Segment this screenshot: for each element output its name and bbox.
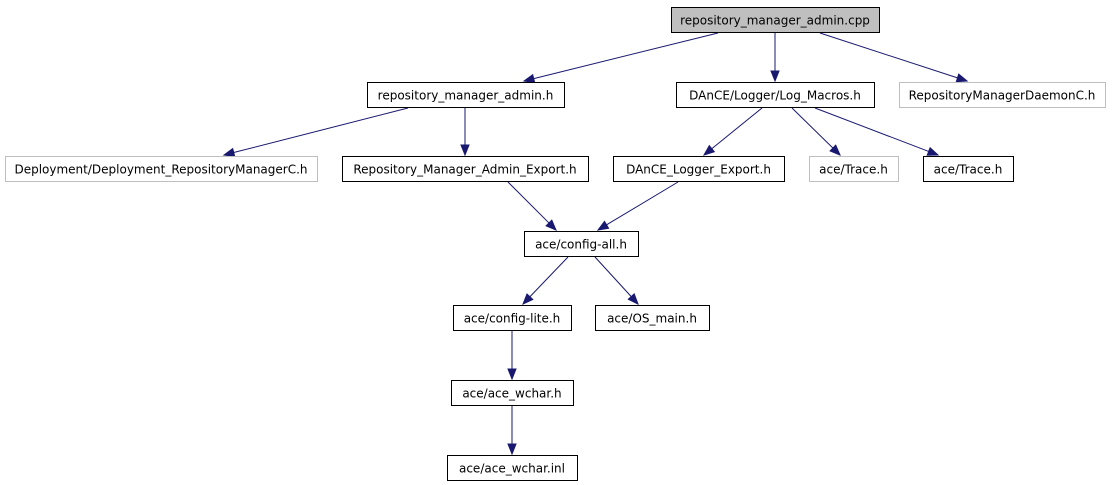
edge-ace_wchar_h-to-ace_wchar_inl (507, 406, 517, 456)
edge-rma_h-to-deploy_rmc (222, 107, 409, 157)
node-label: ace/config-lite.h (464, 312, 561, 326)
node-ace-wchar-inl[interactable]: ace/ace_wchar.inl (447, 455, 578, 481)
node-box (453, 305, 572, 331)
arrowhead (545, 219, 557, 231)
node-os-main[interactable]: ace/OS_main.h (595, 305, 710, 331)
arrowhead (522, 73, 536, 84)
node-box (671, 7, 880, 33)
node-rmdaemonc: RepositoryManagerDaemonC.h (899, 82, 1106, 108)
node-label: repository_manager_admin.cpp (680, 14, 870, 28)
arrowhead (829, 144, 841, 156)
edge-line (533, 32, 719, 80)
node-box (447, 455, 578, 481)
edge-line (233, 107, 409, 154)
node-rma-h[interactable]: repository_manager_admin.h (367, 82, 565, 108)
node-box (595, 305, 710, 331)
edge-line (507, 181, 550, 224)
edge-line (819, 32, 958, 79)
node-label: RepositoryManagerDaemonC.h (909, 89, 1096, 103)
edge-rma_h-to-rma_export (460, 108, 470, 157)
node-box (613, 156, 785, 182)
edge-config_all-to-config_lite (522, 256, 569, 305)
node-dance-logger-export[interactable]: DAnCE_Logger_Export.h (613, 156, 785, 182)
edge-line (606, 181, 679, 226)
node-log-macros[interactable]: DAnCE/Logger/Log_Macros.h (676, 82, 875, 108)
node-box (809, 156, 899, 182)
edges-layer (222, 32, 969, 456)
node-box (676, 82, 875, 108)
arrowhead (222, 147, 236, 157)
node-label: DAnCE/Logger/Log_Macros.h (689, 89, 861, 103)
edge-line (529, 256, 569, 298)
node-config-lite[interactable]: ace/config-lite.h (453, 305, 572, 331)
arrowhead (926, 146, 940, 156)
node-rma-export[interactable]: Repository_Manager_Admin_Export.h (342, 156, 589, 182)
node-box (342, 156, 589, 182)
edge-root-to-rmdaemonc (819, 32, 969, 83)
node-label: ace/Trace.h (934, 163, 1003, 177)
node-label: Deployment/Deployment_RepositoryManagerC… (14, 163, 307, 177)
node-config-all[interactable]: ace/config-all.h (524, 231, 639, 257)
edge-line (791, 107, 834, 149)
node-label: Repository_Manager_Admin_Export.h (353, 163, 576, 177)
arrowhead (522, 293, 534, 305)
arrowhead (460, 144, 470, 157)
arrowhead (507, 443, 517, 456)
arrowhead (596, 220, 610, 231)
edge-root-to-rma_h (522, 32, 719, 84)
node-label: repository_manager_admin.h (378, 89, 554, 103)
edge-dance_logger_export-to-config_all (596, 181, 679, 231)
node-trace[interactable]: ace/Trace.h (923, 156, 1014, 182)
arrowhead (507, 368, 517, 381)
node-deploy-rmc: Deployment/Deployment_RepositoryManagerC… (5, 156, 318, 182)
node-label: DAnCE_Logger_Export.h (626, 163, 771, 177)
edge-line (594, 256, 632, 297)
arrowhead (702, 144, 716, 156)
edge-config_lite-to-ace_wchar_h (507, 331, 517, 381)
node-label: ace/Trace.h (819, 163, 888, 177)
edge-root-to-log_macros (770, 33, 780, 83)
node-trace-ext: ace/Trace.h (809, 156, 899, 182)
node-label: ace/ace_wchar.inl (459, 462, 565, 476)
edge-line (814, 107, 929, 152)
node-box (451, 380, 574, 406)
node-ace-wchar-h[interactable]: ace/ace_wchar.h (451, 380, 574, 406)
edge-log_macros-to-dance_logger_export (702, 107, 763, 156)
node-box (923, 156, 1014, 182)
node-label: ace/config-all.h (535, 238, 627, 252)
node-root[interactable]: repository_manager_admin.cpp (671, 7, 880, 33)
arrowhead (627, 293, 639, 305)
edge-log_macros-to-trace_ext (791, 107, 841, 156)
node-label: ace/OS_main.h (607, 312, 697, 326)
edge-rma_export-to-config_all (507, 181, 557, 231)
nodes-layer: repository_manager_admin.cpp repository_m… (5, 7, 1106, 481)
edge-line (711, 107, 763, 150)
edge-log_macros-to-trace (814, 107, 940, 156)
node-box (5, 156, 318, 182)
node-box (367, 82, 565, 108)
arrowhead (955, 73, 969, 83)
edge-config_all-to-os_main (594, 256, 639, 305)
node-box (524, 231, 639, 257)
node-box (899, 82, 1106, 108)
arrowhead (770, 70, 780, 83)
node-label: ace/ace_wchar.h (462, 387, 561, 401)
